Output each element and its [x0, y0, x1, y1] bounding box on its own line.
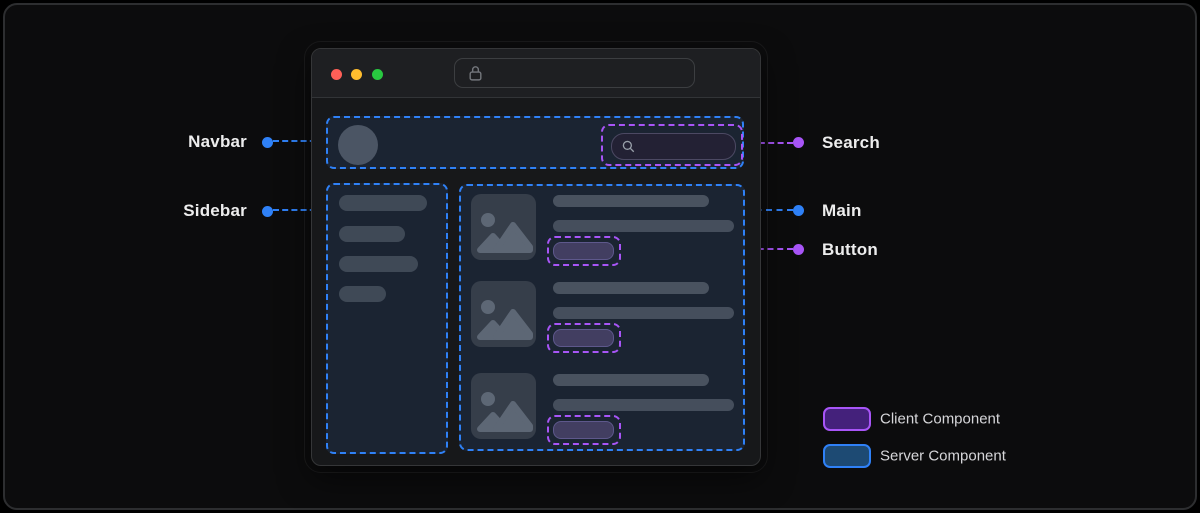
main-region [459, 184, 745, 451]
lock-icon [467, 64, 484, 83]
card-skeleton-text [553, 307, 734, 319]
browser-window [304, 41, 768, 473]
minimize-window-button[interactable] [351, 69, 362, 80]
card-button[interactable] [553, 329, 614, 347]
card-skeleton-text [553, 220, 734, 232]
avatar [338, 125, 378, 165]
legend-swatch-server [823, 444, 871, 468]
search-icon [621, 139, 636, 154]
callout-dot-search [793, 137, 804, 148]
search-input[interactable] [611, 133, 736, 160]
card [461, 373, 743, 445]
callout-dot-button [793, 244, 804, 255]
callout-label-search: Search [822, 133, 880, 152]
callout-label-button: Button [822, 240, 878, 259]
search-region [601, 124, 743, 166]
sidebar-region [326, 183, 448, 454]
callout-line-search [740, 142, 793, 144]
card-button[interactable] [553, 242, 614, 260]
card-button[interactable] [553, 421, 614, 439]
close-window-button[interactable] [331, 69, 342, 80]
card-skeleton-text [553, 374, 709, 386]
sidebar-skeleton-bar [339, 256, 418, 272]
callout-line-sidebar [273, 209, 325, 211]
callout-dot-navbar [262, 137, 273, 148]
card-skeleton-text [553, 282, 709, 294]
callout-line-navbar [273, 140, 325, 142]
sidebar-skeleton-bar [339, 226, 405, 242]
legend-swatch-client [823, 407, 871, 431]
image-placeholder-icon [471, 373, 536, 439]
address-bar[interactable] [454, 58, 695, 88]
callout-dot-main [793, 205, 804, 216]
button-region [547, 236, 621, 266]
card-skeleton-text [553, 195, 709, 207]
callout-dot-sidebar [262, 206, 273, 217]
sidebar-skeleton-bar [339, 286, 386, 302]
legend-label-server: Server Component [880, 447, 1006, 465]
button-region [547, 415, 621, 445]
image-placeholder-icon [471, 281, 536, 347]
callout-label-sidebar: Sidebar [183, 201, 247, 220]
button-region [547, 323, 621, 353]
image-placeholder-icon [471, 194, 536, 260]
legend-label-client: Client Component [880, 410, 1001, 428]
card [461, 194, 743, 266]
maximize-window-button[interactable] [372, 69, 383, 80]
navbar-region [326, 116, 744, 169]
callout-line-main [745, 209, 793, 211]
card [461, 281, 743, 353]
callout-label-navbar: Navbar [188, 132, 247, 151]
callout-label-main: Main [822, 201, 862, 220]
browser-titlebar [312, 49, 760, 98]
sidebar-skeleton-bar [339, 195, 427, 211]
card-skeleton-text [553, 399, 734, 411]
